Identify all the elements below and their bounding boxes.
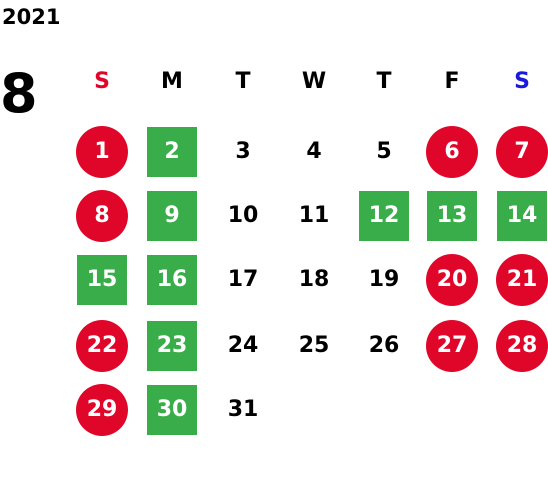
day-cell: 25 [298,333,330,358]
day-cell: 19 [368,267,400,292]
day-cell: 3 [235,139,251,164]
day-cell: 12 [359,191,409,241]
weekday-3: W [301,69,327,94]
day-cell: 14 [497,191,547,241]
year-label: 2021 [2,5,61,29]
weekday-6: S [514,69,530,94]
day-cell: 2 [147,127,197,177]
day-cell: 7 [496,126,548,178]
day-cell: 29 [76,384,128,436]
day-cell: 4 [306,139,322,164]
month-number: 8 [0,62,38,125]
day-cell: 18 [298,267,330,292]
day-cell: 16 [147,255,197,305]
day-cell: 23 [147,321,197,371]
day-cell: 10 [227,203,259,228]
day-cell: 28 [496,320,548,372]
day-cell: 1 [76,126,128,178]
day-cell: 24 [227,333,259,358]
day-cell: 6 [426,126,478,178]
day-cell: 27 [426,320,478,372]
day-cell: 20 [426,254,478,306]
day-cell: 22 [76,320,128,372]
day-cell: 15 [77,255,127,305]
day-cell: 31 [227,397,259,422]
weekday-0: S [94,69,110,94]
day-cell: 8 [76,190,128,242]
day-cell: 11 [298,203,330,228]
weekday-5: F [444,69,460,94]
day-cell: 5 [376,139,392,164]
weekday-2: T [235,69,251,94]
day-cell: 13 [427,191,477,241]
weekday-1: M [161,69,183,94]
weekday-4: T [376,69,392,94]
day-cell: 9 [147,191,197,241]
day-cell: 30 [147,385,197,435]
day-cell: 26 [368,333,400,358]
day-cell: 17 [227,267,259,292]
day-cell: 21 [496,254,548,306]
